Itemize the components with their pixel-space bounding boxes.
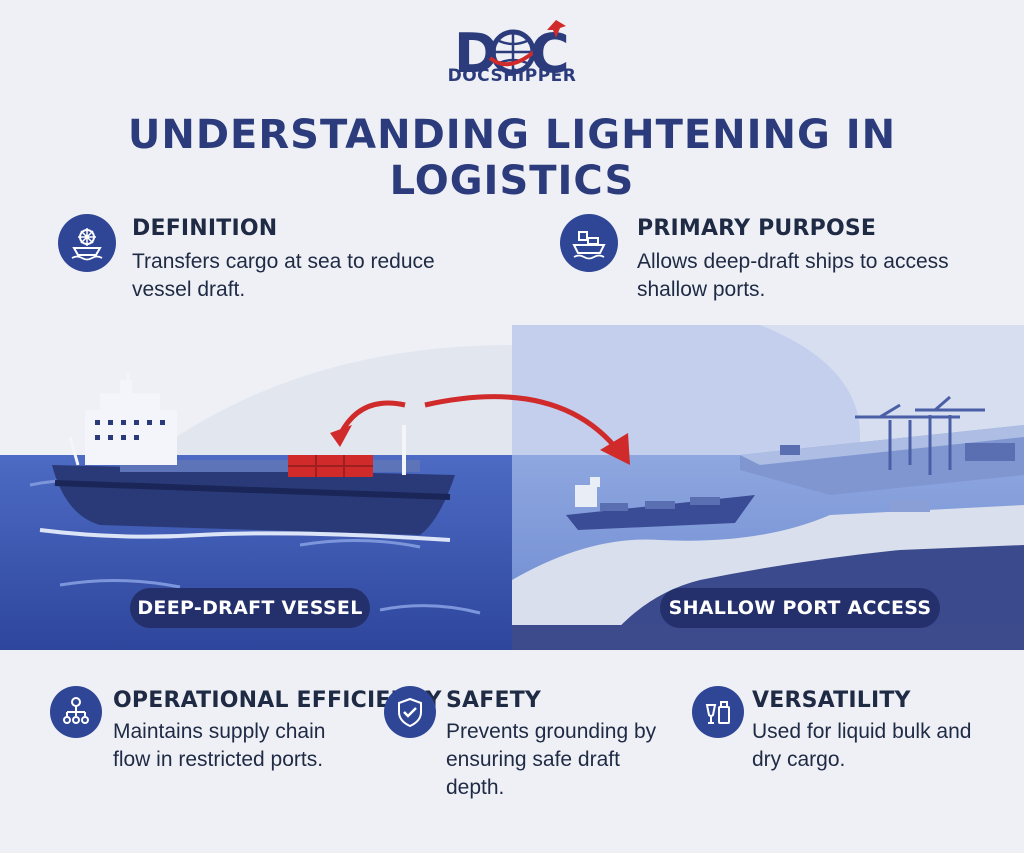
versatility-title: VERSATILITY xyxy=(752,688,911,713)
svg-text:C: C xyxy=(530,22,570,80)
brand-logo: D C xyxy=(0,14,1024,85)
docshipper-logo-icon: D C xyxy=(454,20,570,80)
safety-title: SAFETY xyxy=(446,688,542,713)
ship-wheel-icon xyxy=(58,214,116,272)
port-cranes xyxy=(855,395,985,475)
team-network-icon xyxy=(50,686,102,738)
lightening-illustration: DEEP-DRAFT VESSEL SHALLOW PORT ACCESS xyxy=(0,325,1024,650)
transfer-arrows xyxy=(330,394,630,465)
definition-text: Transfers cargo at sea to reduce vessel … xyxy=(132,250,435,301)
liquid-bulk-icon xyxy=(692,686,744,738)
primary-purpose-text: Allows deep-draft ships to access shallo… xyxy=(637,250,949,301)
shield-check-icon xyxy=(384,686,436,738)
shallow-port-access-label: SHALLOW PORT ACCESS xyxy=(660,588,940,628)
safety-text: Prevents grounding by ensuring safe draf… xyxy=(446,720,657,799)
lighter-vessel xyxy=(566,477,755,530)
cargo-ship-icon xyxy=(560,214,618,272)
deep-draft-vessel xyxy=(39,373,455,542)
primary-purpose-title: PRIMARY PURPOSE xyxy=(637,216,877,241)
brand-name: DOCSHIPPER xyxy=(447,66,577,86)
operational-efficiency-text: Maintains supply chain flow in restricte… xyxy=(113,720,326,771)
deep-draft-vessel-label: DEEP-DRAFT VESSEL xyxy=(130,588,370,628)
page-title: UNDERSTANDING LIGHTENING IN LOGISTICS xyxy=(127,112,897,204)
versatility-text: Used for liquid bulk and dry cargo. xyxy=(752,720,972,771)
definition-title: DEFINITION xyxy=(132,216,278,241)
